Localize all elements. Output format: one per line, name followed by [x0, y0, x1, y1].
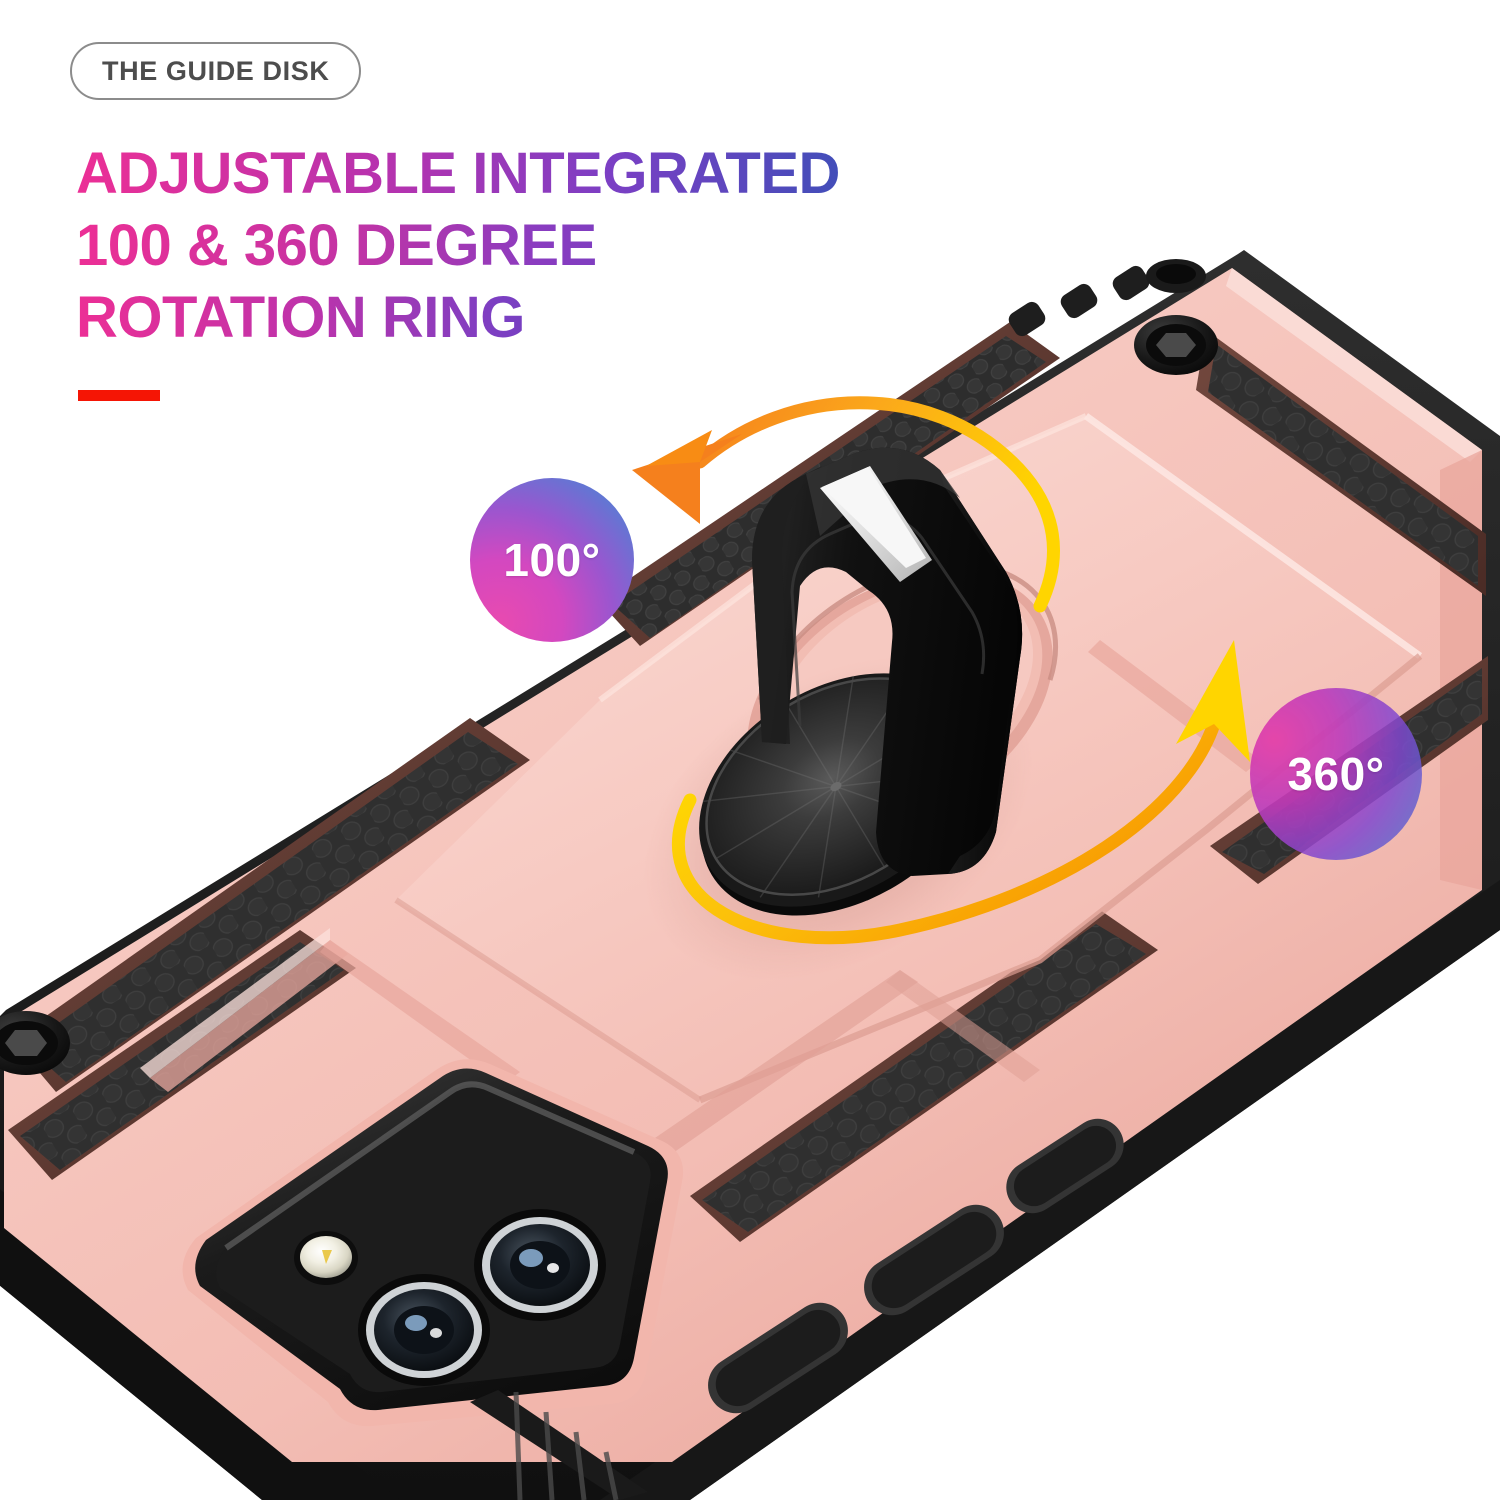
case-chevron-grooves [140, 640, 1260, 1176]
callout-badge-100-degree: 100° [470, 478, 634, 642]
hex-screw-top-right [1134, 315, 1218, 375]
bottom-vent-grill [470, 1390, 648, 1500]
hex-screw-left [0, 1011, 70, 1075]
rotation-arc-360 [671, 640, 1250, 945]
side-button-nubs [1008, 265, 1150, 337]
callout-badge-360-degree: 360° [1250, 688, 1422, 860]
title-accent-bar [78, 390, 160, 401]
ring-stand [699, 447, 1023, 916]
headline-line-2: 100 & 360 DEGREE [76, 210, 716, 282]
case-body [4, 268, 1482, 1462]
callout-badge-100-label: 100° [503, 534, 601, 586]
headline-line-3: ROTATION RING [76, 282, 596, 354]
section-badge-label: THE GUIDE DISK [102, 55, 330, 86]
tilt-arc-100 [632, 396, 1060, 613]
section-badge: THE GUIDE DISK [70, 42, 362, 100]
ring-loop [752, 447, 1023, 876]
side-button-covers [708, 1118, 1124, 1414]
camera-module [182, 1059, 684, 1427]
page-title: ADJUSTABLE INTEGRATED 100 & 360 DEGREE R… [76, 138, 936, 354]
ring-well [747, 562, 1059, 829]
callout-badge-360-label: 360° [1287, 748, 1385, 800]
case-bumper [0, 250, 1500, 1500]
hex-screw-top-edge [1146, 259, 1206, 293]
headline-line-1: ADJUSTABLE INTEGRATED [76, 138, 936, 210]
